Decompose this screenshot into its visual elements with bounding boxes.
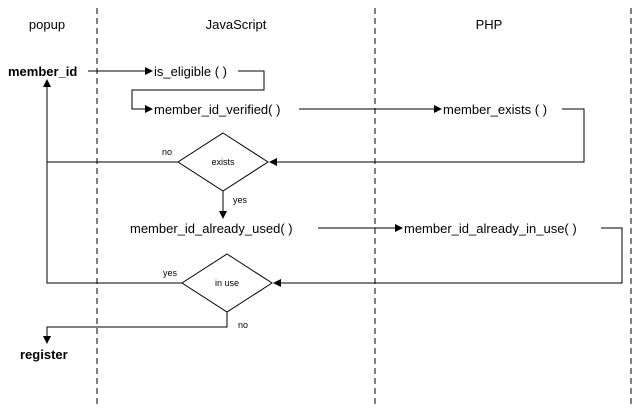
- node-member-exists: member_exists ( ): [443, 102, 547, 117]
- edge-in-use-to-decision: [273, 227, 623, 287]
- edge-label-exists-no: no: [162, 147, 172, 157]
- node-member-id-verified: member_id_verified( ): [154, 102, 280, 117]
- decision-in-use-label: in use: [215, 278, 239, 288]
- lane-title-php: PHP: [476, 17, 503, 32]
- edge-exists-no-to-member-id: [43, 79, 178, 163]
- node-member-id-already-in-use: member_id_already_in_use( ): [404, 221, 577, 236]
- edge-label-in-use-yes: yes: [163, 268, 178, 278]
- decision-exists-label: exists: [211, 157, 235, 167]
- node-member-id: member_id: [8, 64, 77, 79]
- node-member-id-already-used: member_id_already_used( ): [130, 221, 293, 236]
- edge-label-exists-yes: yes: [233, 195, 248, 205]
- lane-title-javascript: JavaScript: [206, 17, 267, 32]
- edge-in-use-no-to-register: [43, 312, 228, 344]
- lane-title-popup: popup: [29, 17, 65, 32]
- node-is-eligible: is_eligible ( ): [154, 64, 227, 79]
- edge-label-in-use-no: no: [238, 320, 248, 330]
- node-register: register: [20, 347, 68, 362]
- edge-in-use-yes-to-member-id: [46, 162, 182, 284]
- edge-member-exists-to-decision: [269, 108, 585, 166]
- edge-is-eligible-to-verified: [131, 70, 265, 113]
